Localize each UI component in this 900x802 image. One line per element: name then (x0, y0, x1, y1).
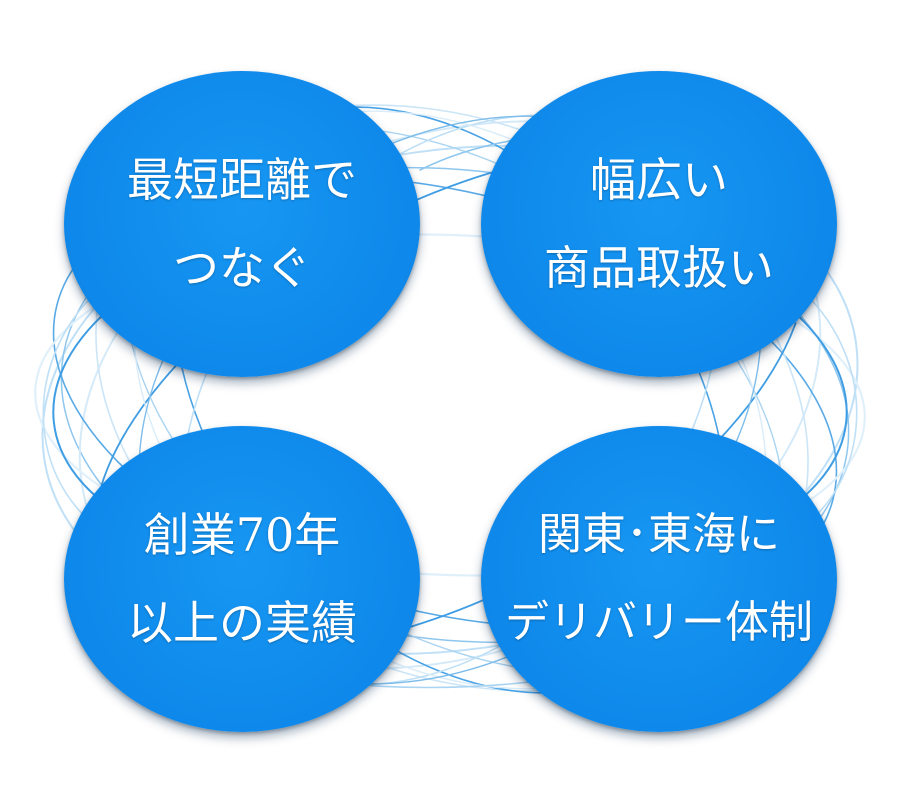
feature-circle-delivery: 関東･東海に デリバリー体制 (481, 426, 837, 732)
feature-text-line: 以上の実績 (127, 596, 357, 650)
feature-text-line: デリバリー体制 (505, 597, 813, 648)
feature-circle-shortest-distance: 最短距離で つなぐ (64, 71, 420, 377)
feature-text-line: 創業70年 (143, 508, 341, 562)
ring-line (34, 233, 866, 577)
feature-text-line: 幅広い (590, 153, 728, 207)
feature-circle-wide-products: 幅広い 商品取扱い (481, 71, 837, 377)
feature-circle-70-years: 創業70年 以上の実績 (64, 426, 420, 732)
ring-line (41, 144, 859, 656)
feature-text-line: 関東･東海に (538, 509, 780, 560)
feature-text-line: つなぐ (173, 241, 311, 295)
feature-text-line: 最短距離で (127, 153, 357, 207)
ring-line (60, 166, 850, 644)
feature-text-line: 商品取扱い (544, 241, 774, 295)
